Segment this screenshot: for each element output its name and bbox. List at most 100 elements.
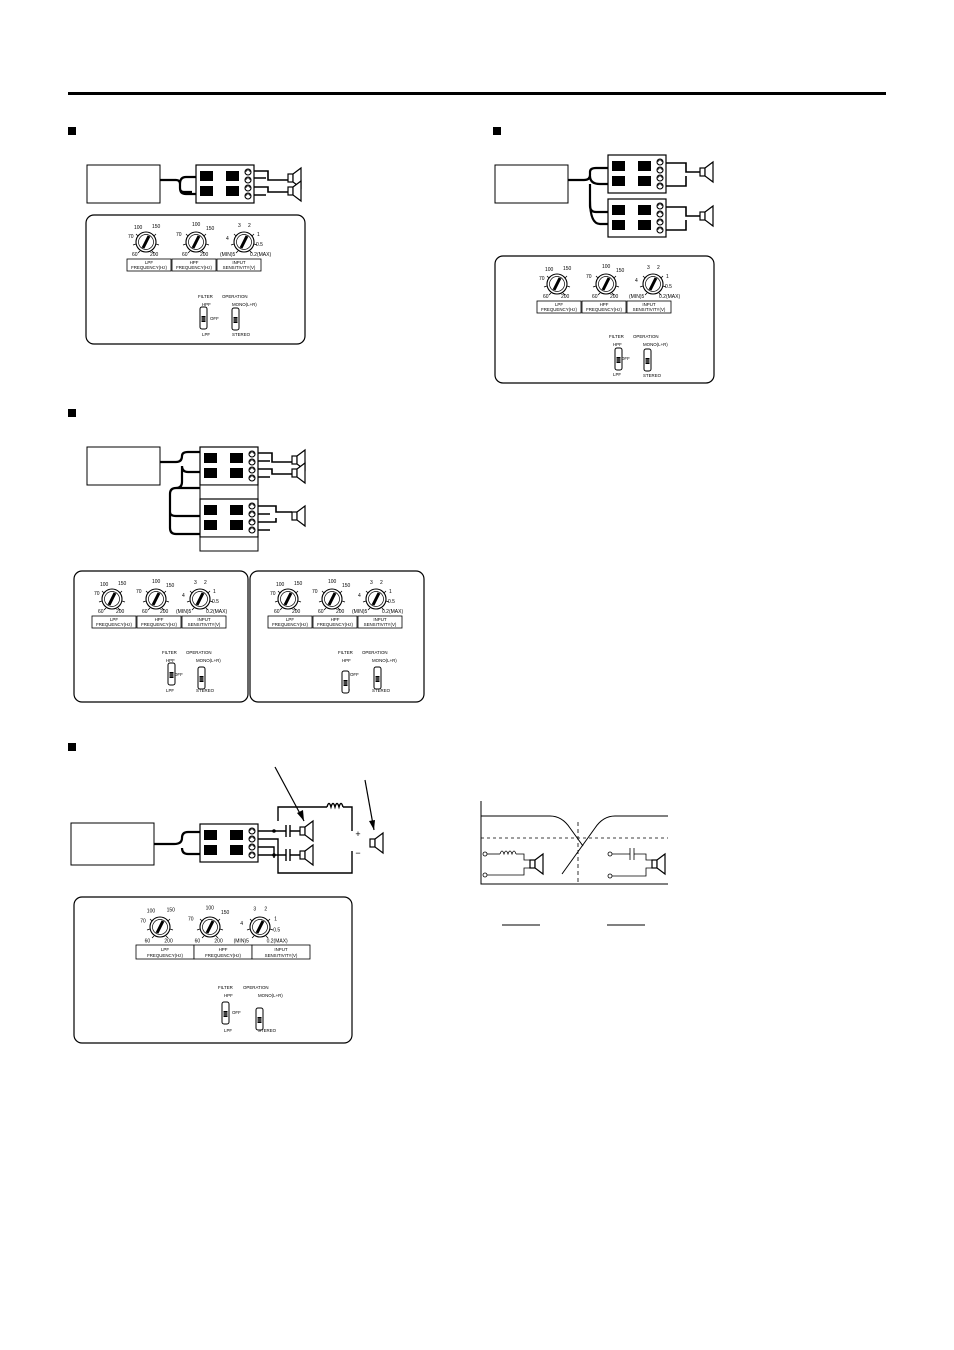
hpf-pos: HPF <box>166 658 175 663</box>
hpf-scale-label: 150 <box>221 910 230 916</box>
hpf-scale-label: 100 <box>206 905 215 911</box>
sens-scale-label: 4 <box>182 593 185 599</box>
off-pos: OFF <box>210 316 219 321</box>
hpf-sublabel: FREQUENCY(Hz) <box>205 953 241 958</box>
lpf-scale-label: 60 <box>274 609 280 615</box>
sens-sublabel: SENSITIVITY(V) <box>223 265 256 270</box>
hpf-scale-label: 100 <box>192 222 201 228</box>
lpf-scale-label: 200 <box>150 252 159 258</box>
sens-scale-label: 4 <box>635 278 638 284</box>
lpf-scale-label: 60 <box>145 938 151 944</box>
stereo-label: STEREO <box>643 373 662 378</box>
sens-scale-label: 1 <box>274 916 277 922</box>
hpf-scale-label: 70 <box>176 232 182 238</box>
hpf-scale-label: 100 <box>152 579 161 585</box>
crossover-graph <box>480 801 668 926</box>
sens-sublabel: SENSITIVITY(V) <box>364 622 397 627</box>
lpf-scale-label: 150 <box>152 224 161 230</box>
hpf-scale-label: 60 <box>592 294 598 300</box>
stereo-label: STEREO <box>372 688 391 693</box>
hpf-scale-label: 70 <box>136 589 142 595</box>
lpf-scale-label: 150 <box>563 266 572 272</box>
sens-scale-label: 4 <box>226 236 229 242</box>
hpf-scale-label: 100 <box>602 264 611 270</box>
diagram-1: LPF FREQUENCY(Hz) HPF FREQUENCY(Hz) INPU… <box>85 165 306 345</box>
lpf-scale-label: 150 <box>118 581 127 587</box>
hpf-scale-label: 70 <box>188 916 194 922</box>
hpf-scale-label: 200 <box>200 252 209 258</box>
hpf-sublabel: FREQUENCY(Hz) <box>586 307 622 312</box>
minus-terminal: − <box>355 848 360 858</box>
off-pos: OFF <box>174 672 183 677</box>
stereo-label: STEREO <box>258 1028 277 1033</box>
mono-label: MONO(L+R) <box>372 658 397 663</box>
hpf-label: HPF <box>219 947 228 952</box>
panel-controls: LPF FREQUENCY(Hz) HPF FREQUENCY(Hz) INPU… <box>126 230 262 337</box>
hpf-pos: HPF <box>202 302 211 307</box>
lpf-label: LPF <box>555 302 563 307</box>
lpf-scale-label: 100 <box>545 267 554 273</box>
sens-scale-label: 0.2(MAX) <box>267 938 288 944</box>
lpf-sublabel: FREQUENCY(Hz) <box>541 307 577 312</box>
hpf-scale-label: 60 <box>318 609 324 615</box>
lpf-pos: LPF <box>613 372 621 377</box>
filter-label: FILTER <box>609 334 624 339</box>
lpf-label: LPF <box>286 617 294 622</box>
sens-scale-label: 2 <box>248 223 251 229</box>
sens-scale-label: 1 <box>213 589 216 595</box>
diagram-4: + − LPF FREQUENCY(Hz) HPF FREQUENCY(Hz) … <box>70 766 384 1044</box>
mono-label: MONO(L+R) <box>258 993 283 998</box>
sens-scale-label: 2 <box>204 580 207 586</box>
off-pos: OFF <box>350 672 359 677</box>
sens-scale-label: 0.5 <box>388 599 395 605</box>
operation-label: OPERATION <box>633 334 659 339</box>
lpf-scale-label: 100 <box>134 225 143 231</box>
panel-controls: LPF FREQUENCY(Hz) HPF FREQUENCY(Hz) INPU… <box>135 915 311 1033</box>
control-panel <box>73 896 353 1044</box>
lpf-pos: LPF <box>166 688 174 693</box>
lpf-sublabel: FREQUENCY(Hz) <box>272 622 308 627</box>
sens-scale-label: 1 <box>666 274 669 280</box>
lpf-label: LPF <box>161 947 169 952</box>
lpf-scale-label: 200 <box>561 294 570 300</box>
sens-scale-label: 3 <box>238 223 241 229</box>
hpf-pos: HPF <box>342 658 351 663</box>
hpf-scale-label: 60 <box>142 609 148 615</box>
filter-label: FILTER <box>198 294 213 299</box>
lpf-scale-label: 100 <box>147 909 156 915</box>
lpf-scale-label: 70 <box>140 919 146 925</box>
hpf-sublabel: FREQUENCY(Hz) <box>176 265 212 270</box>
lpf-scale-label: 70 <box>94 591 100 597</box>
sens-scale-label: 2 <box>264 907 267 913</box>
sens-scale-label: 2 <box>380 580 383 586</box>
hpf-scale-label: 60 <box>195 938 201 944</box>
sens-scale-label: 0.5 <box>256 242 263 248</box>
sens-scale-label: 0.2(MAX) <box>659 294 680 300</box>
mono-label: MONO(L+R) <box>196 658 221 663</box>
lpf-label: LPF <box>145 260 153 265</box>
hpf-scale-label: 150 <box>206 226 215 232</box>
lpf-scale-label: 150 <box>294 581 303 587</box>
hpf-label: HPF <box>190 260 199 265</box>
operation-label: OPERATION <box>243 985 269 990</box>
operation-label: OPERATION <box>186 650 212 655</box>
sens-scale-label: 0.2(MAX) <box>206 609 227 615</box>
section-bullet-1 <box>68 127 76 135</box>
diagram-2: LPF FREQUENCY(Hz) HPF FREQUENCY(Hz) INPU… <box>494 155 715 384</box>
lpf-sublabel: FREQUENCY(Hz) <box>147 953 183 958</box>
operation-label: OPERATION <box>222 294 248 299</box>
lpf-scale-label: 150 <box>167 908 176 914</box>
sens-label: INPUT <box>373 617 386 622</box>
mono-label: MONO(L+R) <box>643 342 668 347</box>
top-rule <box>68 92 886 95</box>
sens-scale-label: (MIN)5 <box>220 252 235 258</box>
sens-scale-label: 3 <box>370 580 373 586</box>
sens-scale-label: 3 <box>253 907 256 913</box>
sens-label: INPUT <box>232 260 245 265</box>
sens-sublabel: SENSITIVITY(V) <box>188 622 221 627</box>
sens-label: INPUT <box>274 947 287 952</box>
sens-scale-label: (MIN)5 <box>234 938 249 944</box>
hpf-scale-label: 150 <box>616 268 625 274</box>
lpf-scale-label: 200 <box>292 609 301 615</box>
stereo-label: STEREO <box>196 688 215 693</box>
